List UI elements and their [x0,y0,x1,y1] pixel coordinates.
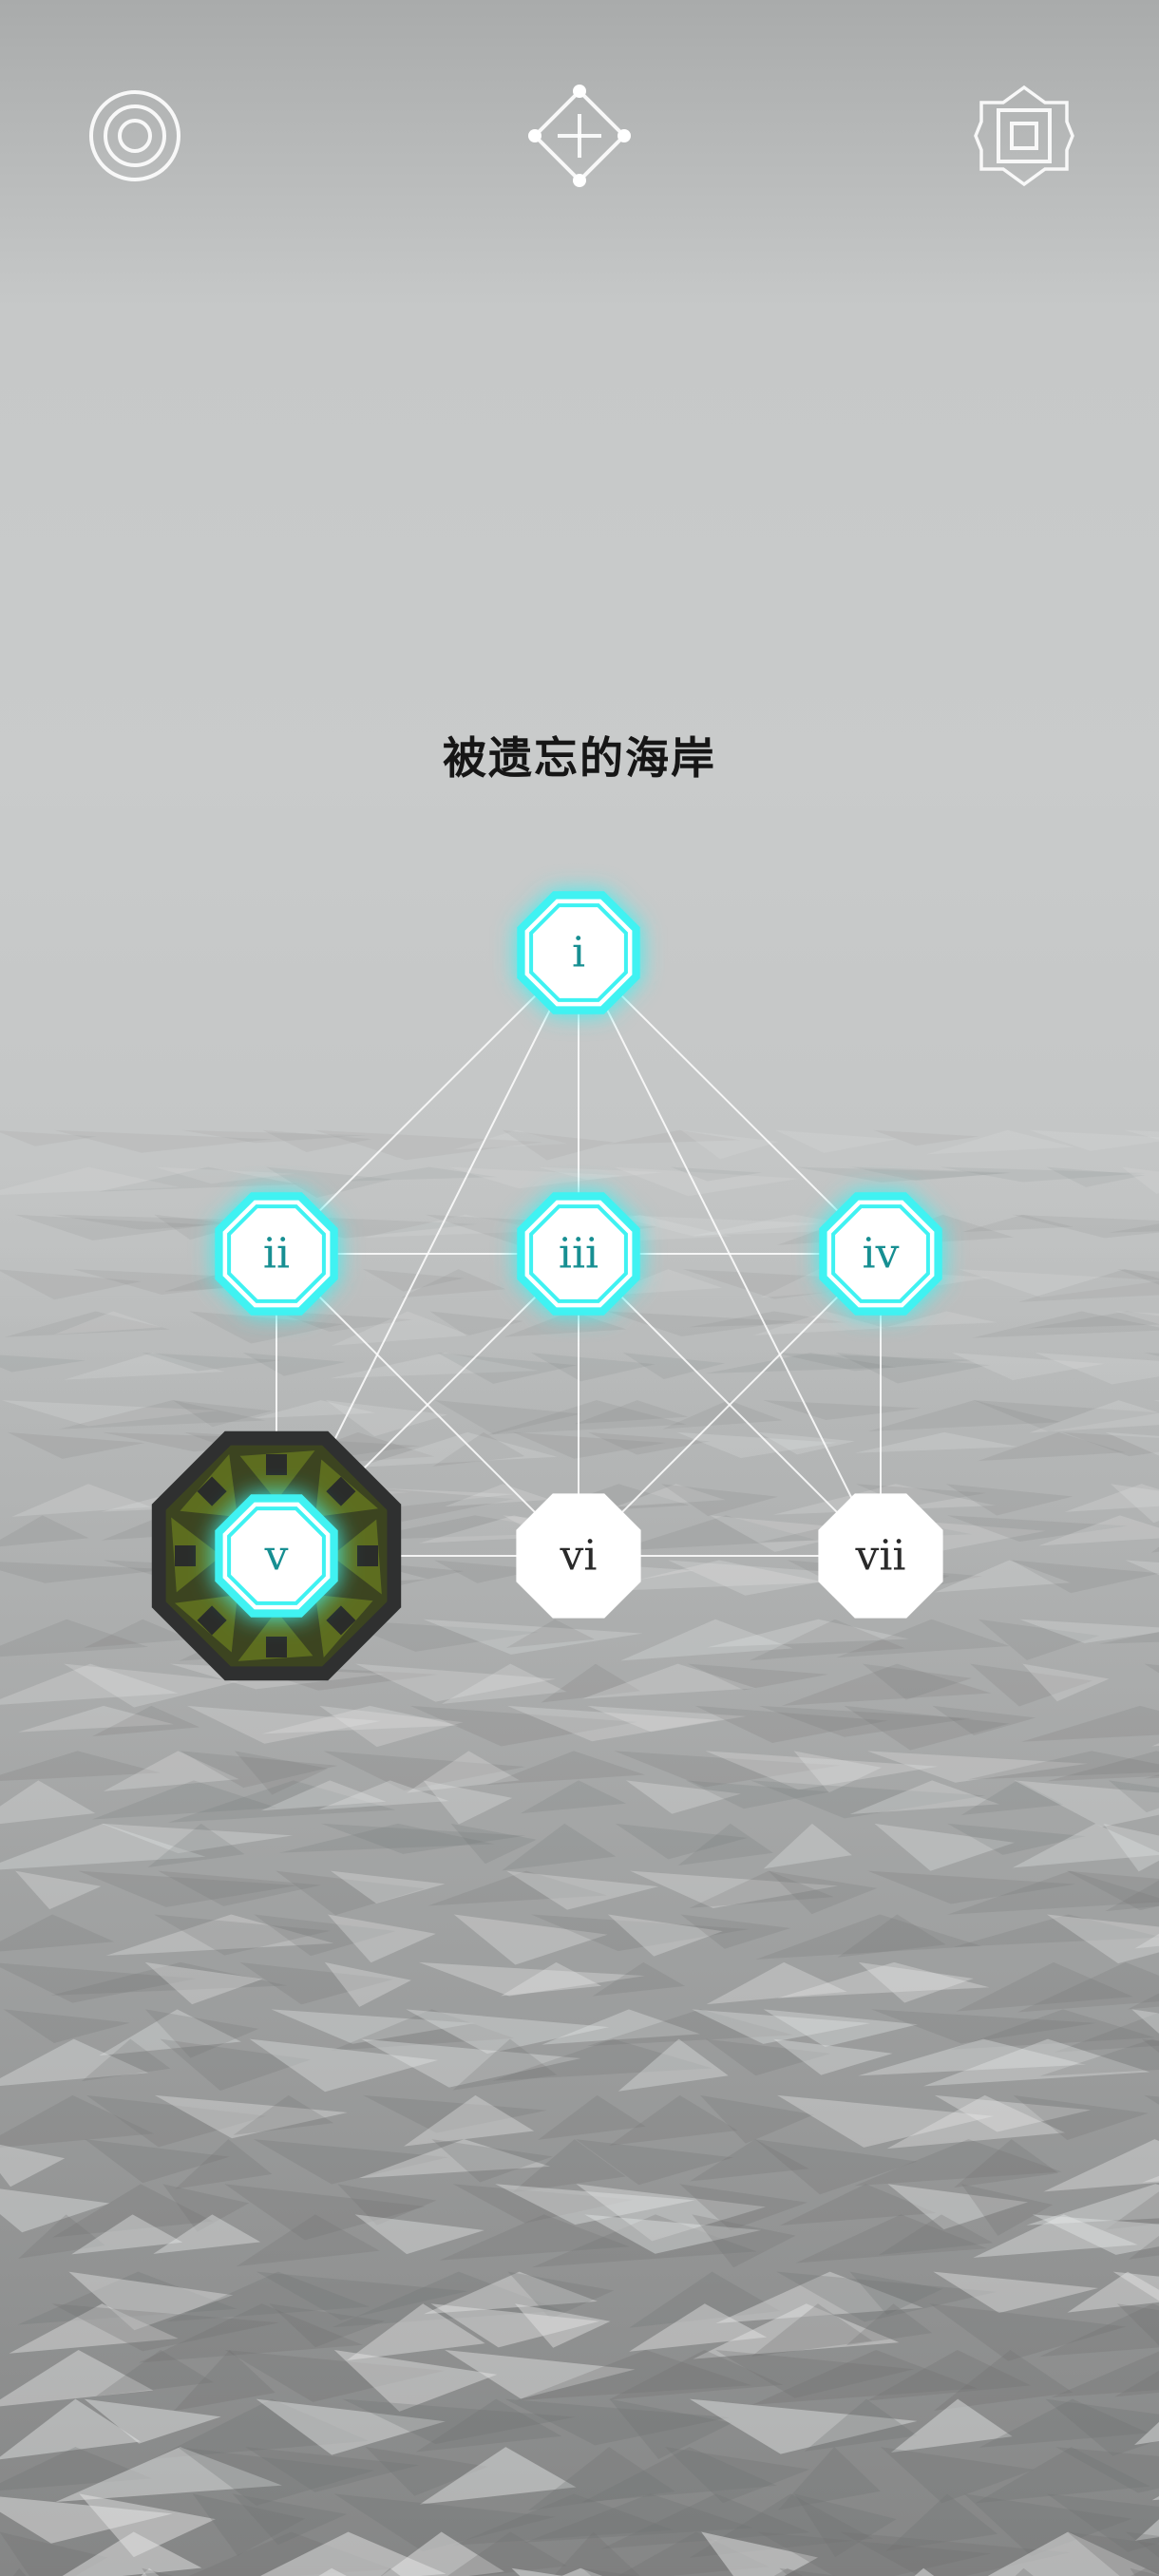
level-label-iii: iii [559,1230,598,1279]
level-node-i[interactable]: i [517,891,640,1014]
level-node-ii[interactable]: ii [215,1192,338,1316]
level-node-vii[interactable]: vii [818,1493,943,1619]
level-title: 被遗忘的海岸 [443,732,716,784]
level-node-v[interactable]: v [151,1430,402,1681]
level-label-i: i [572,929,585,977]
level-label-vi: vi [560,1532,598,1581]
concentric-circles-icon[interactable] [83,84,187,188]
level-label-vii: vii [854,1532,905,1581]
level-node-iii[interactable]: iii [517,1192,640,1316]
level-node-vi[interactable]: vi [516,1493,641,1619]
connection-i-ii [276,952,580,1255]
level-label-ii: ii [263,1230,290,1279]
level-node-iv[interactable]: iv [819,1192,942,1316]
connection-iv-vi [578,1253,882,1557]
diamond-plus-icon[interactable] [527,84,632,188]
connection-i-iv [578,952,882,1255]
square-frame-icon[interactable] [972,84,1076,188]
level-label-iv: iv [863,1230,900,1279]
level-label-v: v [264,1532,289,1581]
